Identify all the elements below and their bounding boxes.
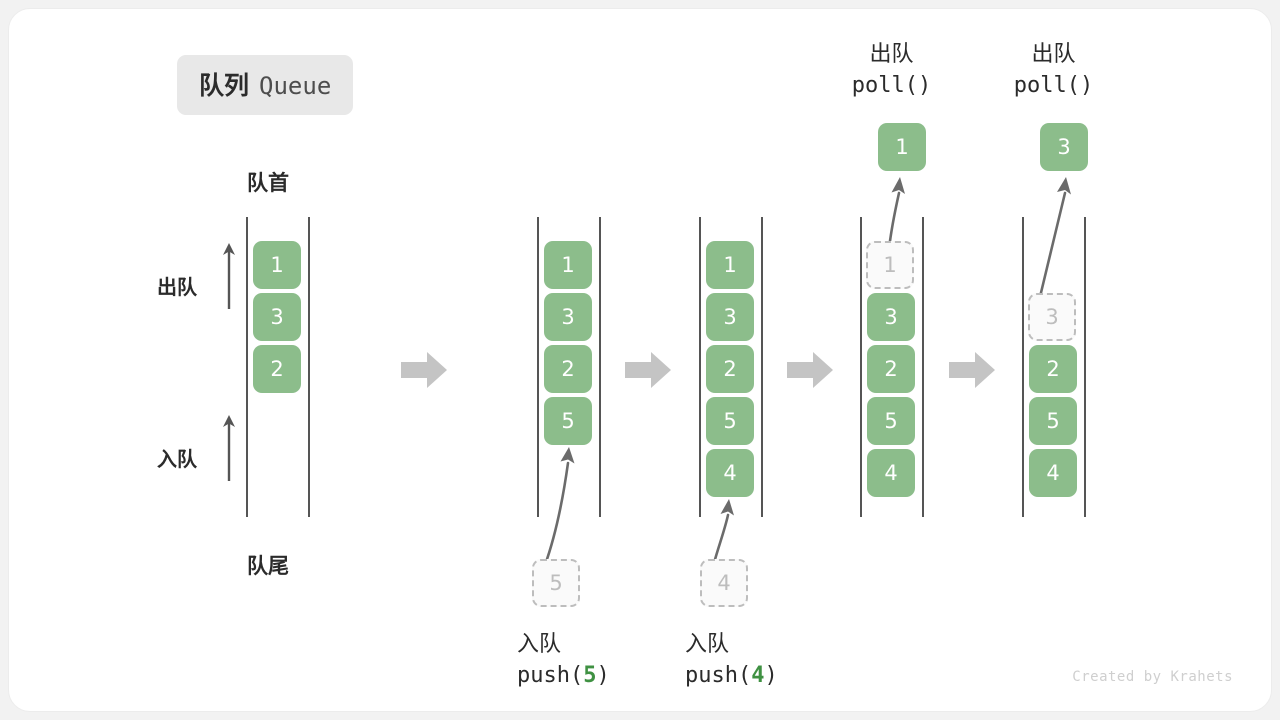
queue-cell: 2: [544, 345, 592, 393]
queue-cell: 4: [867, 449, 915, 497]
enqueue-arrow-icon-3: [701, 497, 751, 565]
step-arrow-4-icon: [949, 350, 995, 390]
queue-cell: 3: [706, 293, 754, 341]
queue-cell: 2: [867, 345, 915, 393]
enqueue-label-code: push(5): [517, 663, 610, 689]
queue-cell: 1: [706, 241, 754, 289]
dequeue-label-code: poll(): [851, 73, 932, 99]
queue-cell: 5: [706, 397, 754, 445]
queue-head-label: 队首: [247, 171, 289, 195]
queue-rail-left-2: [537, 217, 539, 517]
queue-rail-left-5: [1022, 217, 1024, 517]
queue-cell-new: 4: [706, 449, 754, 497]
queue-cell: 5: [867, 397, 915, 445]
enqueue-label-block-2: 入队 push(5): [449, 629, 664, 691]
queue-rail-left-4: [860, 217, 862, 517]
queue-cell: 3: [253, 293, 301, 341]
queue-cell: 3: [544, 293, 592, 341]
queue-cell: 5: [1029, 397, 1077, 445]
queue-rail-left-1: [246, 217, 248, 517]
queue-cell-new: 5: [544, 397, 592, 445]
enqueue-ghost-cell: 5: [532, 559, 580, 607]
title-cn: 队列: [199, 71, 250, 100]
queue-rail-right-5: [1084, 217, 1086, 517]
dequeue-ghost-cell: 1: [866, 241, 914, 289]
enqueue-label-block-3: 入队 push(4): [617, 629, 832, 691]
queue-rail-right-2: [599, 217, 601, 517]
enqueue-ghost-cell: 4: [700, 559, 748, 607]
queue-rail-left-3: [699, 217, 701, 517]
dequeue-popped-cell: 3: [1040, 123, 1088, 171]
queue-rail-right-1: [308, 217, 310, 517]
step-arrow-1-icon: [401, 350, 447, 390]
enqueue-label-cn: 入队: [685, 632, 730, 657]
dequeue-arrow-icon-5: [1029, 175, 1089, 303]
queue-cell: 1: [544, 241, 592, 289]
title-badge: 队列 Queue: [177, 55, 354, 115]
step-arrow-3-icon: [787, 350, 833, 390]
step-arrow-2-icon: [625, 350, 671, 390]
dequeue-label-cn: 出队: [1031, 42, 1076, 67]
queue-rail-right-3: [761, 217, 763, 517]
diagram-card: 队列 Queue 队首 队尾 出队 入队 1 3 2: [8, 8, 1272, 712]
dequeue-arrow-icon-4: [869, 175, 919, 251]
dequeue-label-block-4: 出队 poll(): [829, 39, 954, 101]
enqueue-arrow-icon-2: [533, 445, 593, 567]
queue-cell: 1: [253, 241, 301, 289]
enqueue-label-code: push(4): [685, 663, 778, 689]
dequeue-label-block-5: 出队 poll(): [991, 39, 1116, 101]
queue-cell: 2: [253, 345, 301, 393]
enqueue-direction-arrow-icon: [221, 413, 237, 481]
dequeue-popped-cell: 1: [878, 123, 926, 171]
queue-cell: 4: [1029, 449, 1077, 497]
dequeue-label-code: poll(): [1013, 73, 1094, 99]
queue-cell: 2: [1029, 345, 1077, 393]
queue-cell: 2: [706, 345, 754, 393]
enqueue-direction-label: 入队: [157, 447, 197, 471]
queue-rail-right-4: [922, 217, 924, 517]
watermark-credit: Created by Krahets: [1072, 669, 1233, 685]
dequeue-ghost-cell: 3: [1028, 293, 1076, 341]
queue-tail-label: 队尾: [247, 554, 289, 578]
enqueue-label-cn: 入队: [517, 632, 562, 657]
title-en: Queue: [259, 72, 332, 100]
dequeue-direction-label: 出队: [157, 275, 197, 299]
dequeue-label-cn: 出队: [869, 42, 914, 67]
queue-cell: 3: [867, 293, 915, 341]
dequeue-direction-arrow-icon: [221, 241, 237, 309]
